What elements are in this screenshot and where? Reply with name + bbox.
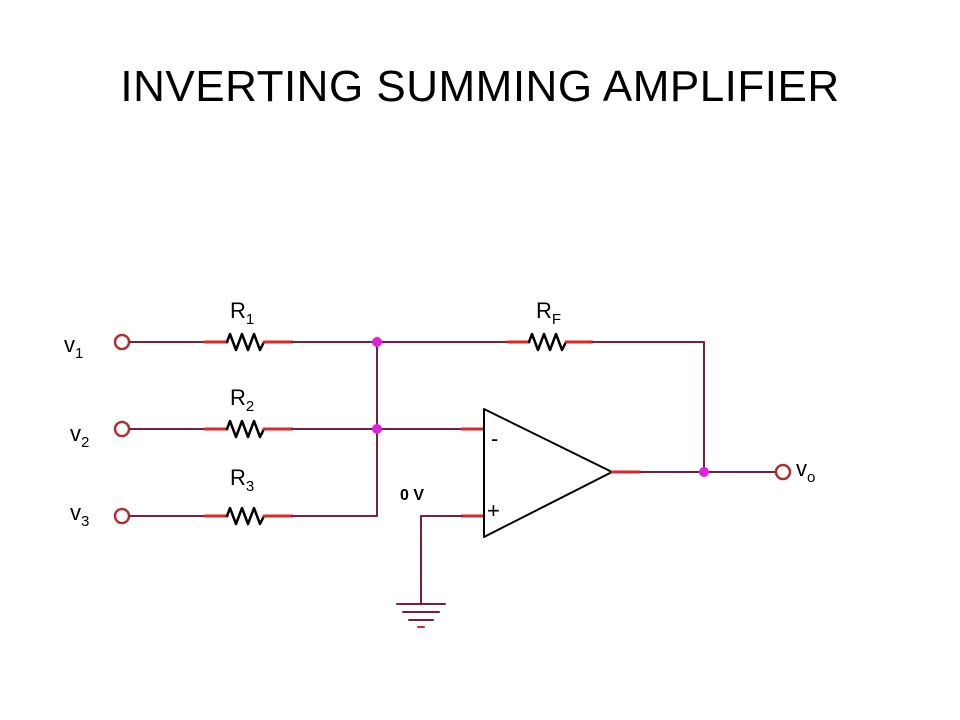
input-label-3: v3 [70, 500, 89, 530]
input-terminal-1 [113, 333, 131, 351]
resistor-icon-rf [506, 332, 594, 352]
page-title: INVERTING SUMMING AMPLIFIER [120, 62, 840, 111]
input-label-1: v1 [64, 332, 83, 362]
inverting-input-label: - [491, 426, 498, 451]
node-junction-top [372, 337, 382, 347]
input-terminal-3 [113, 507, 131, 525]
node-junction-mid [372, 424, 382, 434]
resistor-label-r3: R3 [230, 465, 254, 495]
node-output [699, 467, 709, 477]
output-label: vo [796, 456, 815, 486]
output-terminal [774, 463, 792, 481]
resistor-icon-r1 [203, 332, 294, 352]
resistor-label-rf: RF [536, 298, 561, 328]
ground-icon [396, 603, 446, 628]
op-amp-icon [483, 408, 613, 538]
reference-voltage-label: 0 V [400, 487, 424, 504]
resistor-label-r1: R1 [230, 298, 254, 328]
resistor-label-r2: R2 [230, 385, 254, 415]
input-terminal-2 [113, 420, 131, 438]
noninverting-input-label: + [487, 498, 500, 523]
resistor-icon-r3 [203, 506, 294, 526]
input-label-2: v2 [70, 421, 89, 451]
resistor-icon-r2 [203, 419, 294, 439]
